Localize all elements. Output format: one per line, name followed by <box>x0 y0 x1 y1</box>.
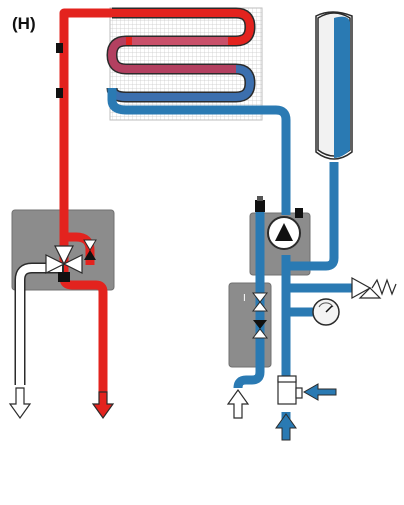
arrow-down-outline-icon <box>8 387 32 420</box>
arrow-left-icon <box>302 383 337 401</box>
inlet-filter-fitting <box>277 375 303 405</box>
pump-icon <box>267 216 301 250</box>
bypass-valves <box>251 292 269 339</box>
three-way-valve-icon <box>45 245 83 282</box>
pressure-gauge-icon <box>312 298 340 326</box>
arrow-down-icon <box>91 391 115 420</box>
fitting-bottom <box>56 88 63 98</box>
arrow-up-icon <box>275 413 297 441</box>
expansion-vessel <box>315 11 353 160</box>
fitting-top <box>56 43 63 53</box>
bypass-marker-text: I <box>243 293 246 304</box>
air-vent-icon <box>255 196 265 212</box>
panel-label: (H) <box>12 14 36 33</box>
exchanger-coil <box>106 7 256 103</box>
bypass-valve-icon <box>83 239 97 260</box>
pipe-clamp <box>295 208 303 218</box>
vessel-pipe <box>286 162 339 271</box>
arrow-up-outline-icon <box>226 388 250 419</box>
bypass-pipe <box>233 210 265 389</box>
return-to-pump-pipe <box>236 105 291 215</box>
hot-flow-pipe <box>59 8 112 265</box>
hot-pipe-network <box>59 8 112 392</box>
safety-valve-icon <box>351 276 397 300</box>
hot-outlet-pipe <box>59 265 108 392</box>
